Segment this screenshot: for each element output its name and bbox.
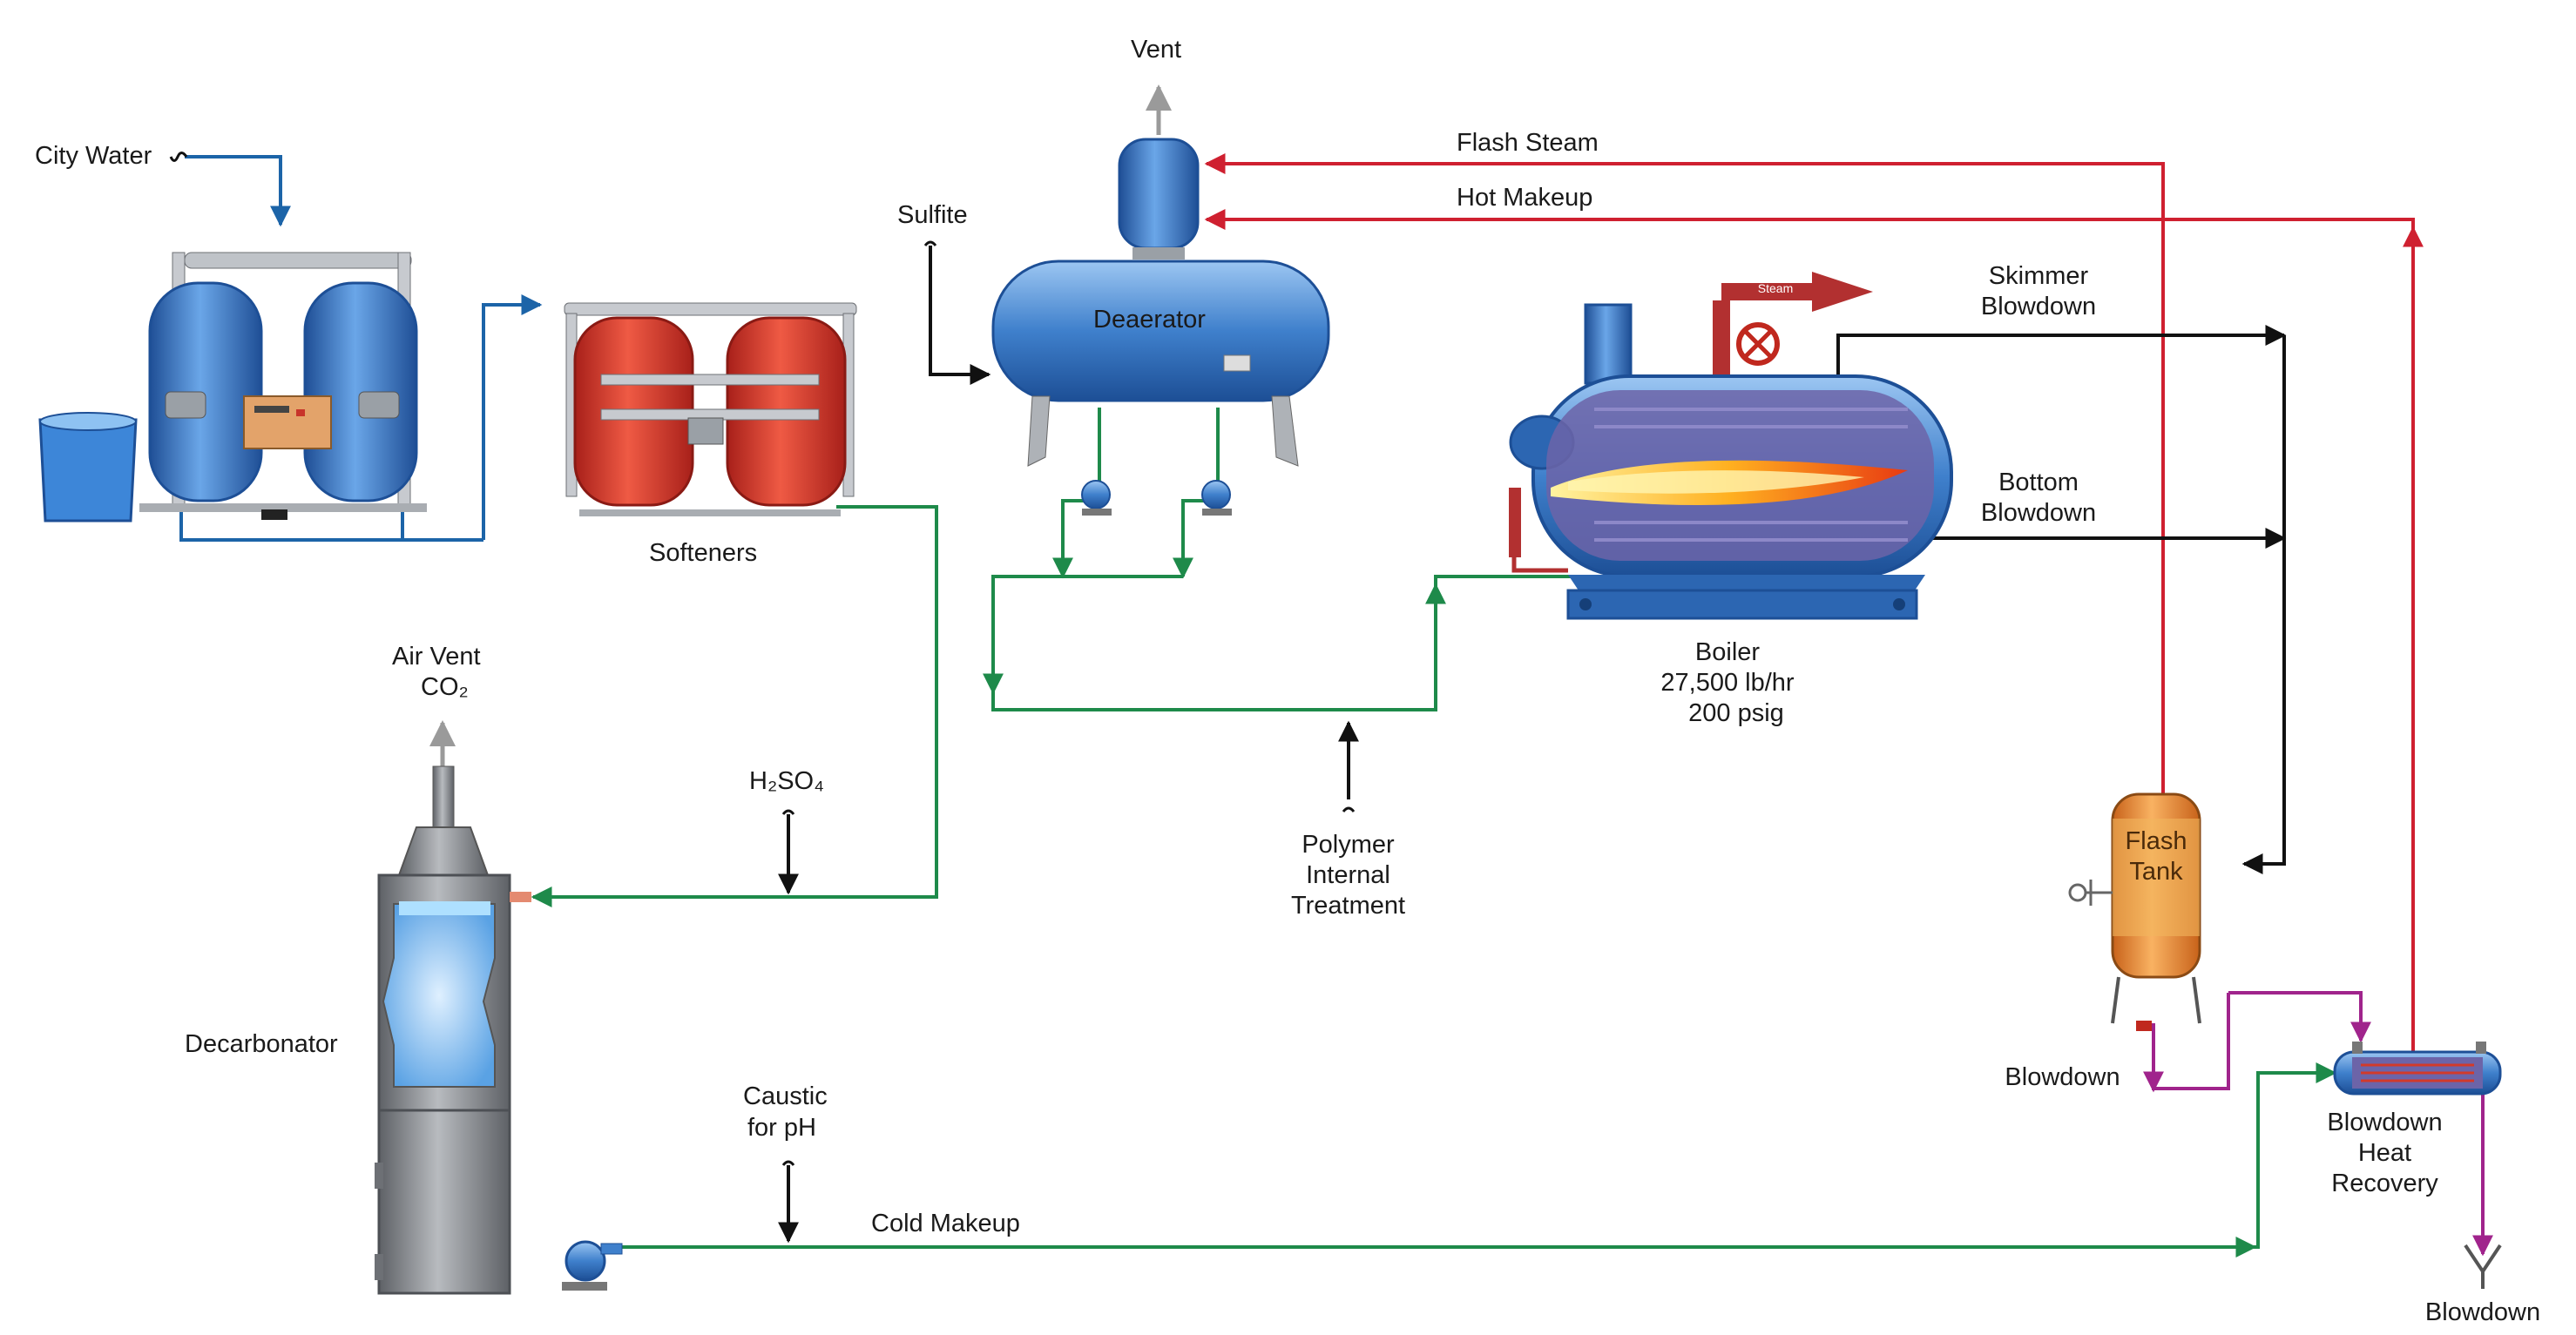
sulfite-label: Sulfite [897, 201, 968, 229]
skimmer-label: Skimmer [1988, 262, 2089, 290]
internal-label: Internal [1306, 861, 1390, 889]
polymer-label: Polymer [1302, 831, 1395, 859]
bottom-blowdown-label: Blowdown [1980, 499, 2097, 527]
recovery-label: Recovery [2331, 1170, 2438, 1197]
chemical-feeds [778, 246, 1359, 1244]
boiler-label: Boiler [1694, 638, 1761, 666]
tank-label: Tank [2129, 858, 2183, 886]
flash-tank-blowdown-label: Blowdown [2005, 1063, 2120, 1091]
city-water-label: City Water [35, 142, 152, 170]
h2so4-label: H₂SO₄ [749, 767, 824, 795]
flash-steam-label: Flash Steam [1457, 129, 1599, 157]
boiler [1509, 272, 1953, 620]
boiler-capacity-label: 27,500 lb/hr [1660, 669, 1795, 697]
flash-steam-line [1204, 153, 2424, 1052]
co2-label: CO₂ [421, 673, 469, 701]
flash-tank-label: Flash [2125, 827, 2187, 855]
decarbonator-label: Decarbonator [185, 1030, 338, 1058]
softener-tanks [564, 302, 857, 516]
hot-makeup-label: Hot Makeup [1457, 184, 1593, 212]
deaerator-label: Deaerator [1093, 306, 1206, 334]
for-ph-label: for pH [747, 1114, 816, 1142]
skimmer-blowdown-label: Blowdown [1980, 293, 2097, 320]
purple-blowdown-lines [2143, 991, 2493, 1257]
filter-tanks [38, 252, 427, 523]
makeup-pump [562, 1240, 623, 1291]
heat-label: Heat [2357, 1139, 2412, 1167]
steam-label: Steam [1757, 281, 1794, 295]
deaerator-vessel [991, 138, 1330, 467]
heat-recovery-blowdown-label: Blowdown [2327, 1109, 2443, 1136]
treatment-label: Treatment [1290, 892, 1406, 920]
bottom-label: Bottom [1998, 469, 2079, 496]
feedwater-pumps [1081, 480, 1232, 516]
cold-makeup-label: Cold Makeup [871, 1210, 1020, 1237]
cold-makeup-line [617, 1062, 2337, 1257]
flash-tank [2068, 792, 2201, 1031]
drain-blowdown-label: Blowdown [2424, 1298, 2541, 1326]
softeners-label: Softeners [649, 539, 758, 567]
fire-tubes [1594, 408, 1908, 542]
air-vent-label: Air Vent [392, 643, 481, 671]
chemical-tildes [169, 152, 1356, 1166]
heat-exchanger [2333, 1042, 2502, 1096]
vent-label: Vent [1131, 36, 1182, 64]
caustic-label: Caustic [743, 1082, 828, 1110]
softened-water-line [531, 505, 938, 907]
boiler-pressure-label: 200 psig [1688, 699, 1784, 727]
drain-funnel [2464, 1244, 2502, 1289]
decarbonator-tower [375, 765, 531, 1295]
